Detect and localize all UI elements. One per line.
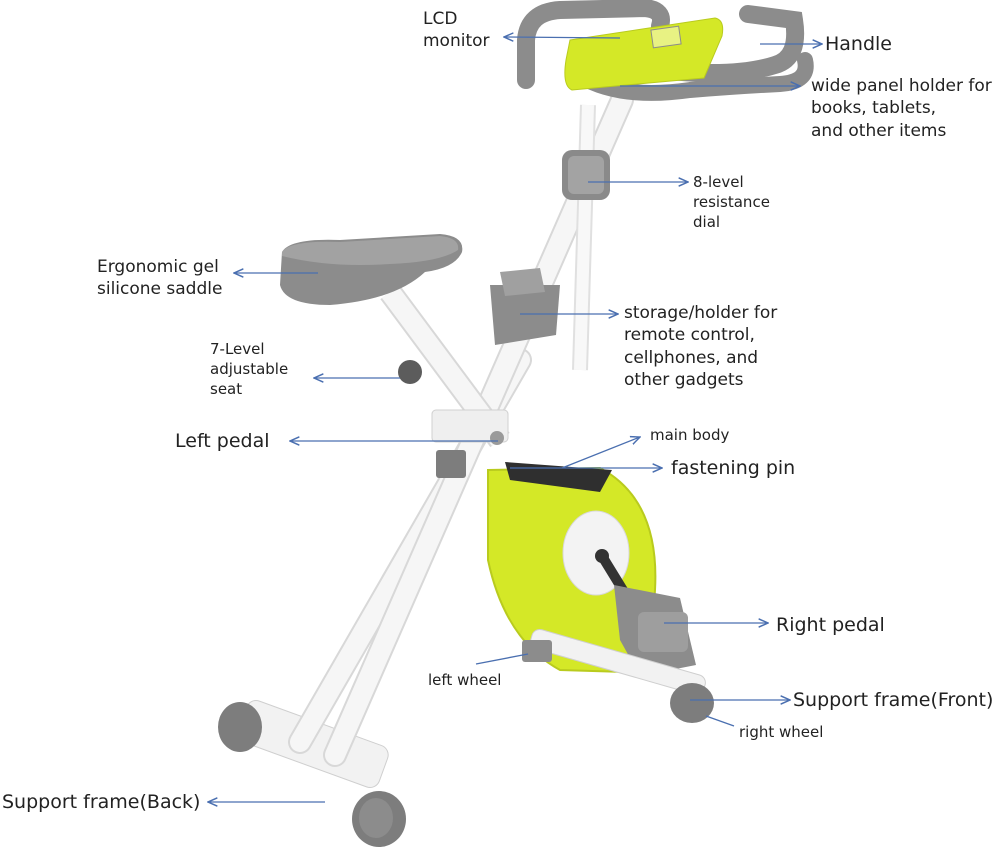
flywheel-housing	[487, 462, 657, 674]
arrow-left-wheel	[475, 653, 529, 665]
label-saddle: Ergonomic gel silicone saddle	[97, 257, 223, 300]
arrow-right-wheel	[705, 715, 735, 727]
callout-arrows	[208, 37, 822, 802]
lcd-panel	[564, 17, 724, 91]
label-resistance-dial: 8-level resistance dial	[693, 173, 770, 231]
label-right-pedal: Right pedal	[776, 614, 885, 636]
label-support-frame-back: Support frame(Back)	[2, 791, 201, 813]
label-fastening-pin: fastening pin	[671, 457, 796, 479]
main-hinge	[431, 409, 509, 478]
label-adjustable-seat: 7-Level adjustable seat	[210, 340, 289, 398]
seat-adjust-knob	[398, 360, 422, 384]
arrow-lcd	[504, 37, 621, 38]
support-frame-front	[522, 628, 714, 723]
label-support-frame-front: Support frame(Front)	[793, 689, 994, 711]
label-left-wheel: left wheel	[428, 671, 502, 689]
storage-holder	[490, 268, 560, 345]
saddle	[280, 234, 463, 305]
label-main-body: main body	[650, 426, 730, 444]
right-pedal	[614, 585, 696, 676]
label-lcd-monitor: LCD monitor	[423, 9, 490, 52]
label-left-pedal: Left pedal	[175, 430, 270, 452]
label-handle: Handle	[825, 33, 893, 55]
front-right-foot-cap	[670, 683, 714, 723]
label-right-wheel: right wheel	[739, 723, 824, 741]
label-storage-holder: storage/holder for remote control, cellp…	[624, 303, 778, 391]
support-frame-back	[218, 699, 406, 847]
back-left-foot-cap	[218, 702, 262, 752]
resistance-dial	[562, 150, 610, 200]
arrow-main-body	[561, 437, 640, 469]
label-panel-holder: wide panel holder for books, tablets, an…	[811, 76, 992, 141]
